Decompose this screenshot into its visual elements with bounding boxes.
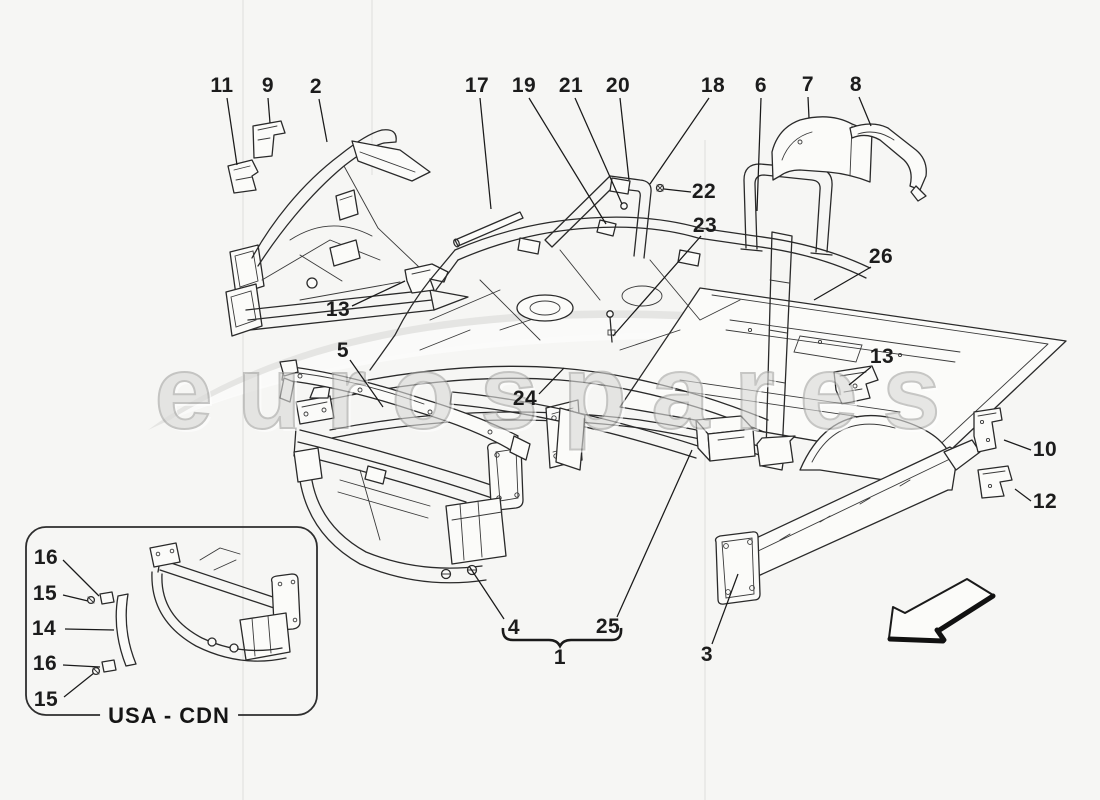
group-brace-1 bbox=[501, 627, 623, 649]
callout-11: 11 bbox=[210, 74, 234, 97]
spacer-block-25-drawing bbox=[695, 415, 796, 467]
callout-14: 14 bbox=[31, 617, 57, 640]
watermark-shadow-text: eurospares bbox=[158, 338, 969, 454]
callout-8: 8 bbox=[849, 73, 863, 96]
callout-3: 3 bbox=[700, 643, 714, 666]
callout-21: 21 bbox=[558, 74, 584, 97]
direction-arrow-icon bbox=[887, 578, 996, 644]
watermark-swoosh bbox=[148, 310, 985, 430]
usa-cdn-label: USA - CDN bbox=[100, 703, 238, 729]
callout-26: 26 bbox=[868, 245, 894, 268]
callout-18: 18 bbox=[700, 74, 726, 97]
bracket-9-drawing bbox=[252, 120, 286, 159]
bumper-beam-5-drawing bbox=[279, 359, 531, 461]
left-side-member-drawing bbox=[225, 129, 469, 337]
usa-cdn-frame-drawing bbox=[86, 542, 301, 676]
bracket-12-drawing bbox=[977, 465, 1013, 499]
leader-lines bbox=[62, 96, 1032, 698]
callout-17: 17 bbox=[464, 74, 490, 97]
callout-15-top: 15 bbox=[32, 582, 58, 605]
callout-12: 12 bbox=[1032, 490, 1058, 513]
front-frame-4-drawing bbox=[293, 385, 524, 584]
callout-19: 19 bbox=[511, 74, 537, 97]
callout-15-bottom: 15 bbox=[33, 688, 59, 711]
watermark-text: eurospares eurospares bbox=[154, 334, 969, 454]
callout-20: 20 bbox=[605, 74, 631, 97]
tube-17-drawing bbox=[453, 211, 524, 248]
central-frame-module-drawing bbox=[317, 216, 871, 471]
callout-16-bottom: 16 bbox=[32, 652, 58, 675]
callout-22: 22 bbox=[691, 180, 717, 203]
bracket-10-drawing bbox=[973, 407, 1003, 453]
usa-cdn-inset-box bbox=[25, 526, 318, 716]
callout-7: 7 bbox=[801, 73, 815, 96]
bracket-11-drawing bbox=[227, 159, 259, 194]
side-rail-3-drawing bbox=[714, 414, 981, 605]
hoop-18-drawing bbox=[544, 175, 665, 259]
watermark-main-text: eurospares bbox=[155, 335, 966, 451]
callout-1: 1 bbox=[553, 646, 567, 669]
callout-2: 2 bbox=[309, 75, 323, 98]
callout-16-top: 16 bbox=[33, 546, 59, 569]
callout-10: 10 bbox=[1032, 438, 1058, 461]
callout-13-right: 13 bbox=[869, 345, 895, 368]
callout-23: 23 bbox=[692, 214, 718, 237]
callout-4: 4 bbox=[507, 616, 521, 639]
callout-24: 24 bbox=[512, 387, 538, 410]
curved-rail-8-drawing bbox=[849, 123, 927, 202]
callout-13-left: 13 bbox=[325, 298, 351, 321]
callout-6: 6 bbox=[754, 74, 768, 97]
callout-25: 25 bbox=[595, 615, 621, 638]
callout-9: 9 bbox=[261, 74, 275, 97]
callout-5: 5 bbox=[336, 339, 350, 362]
